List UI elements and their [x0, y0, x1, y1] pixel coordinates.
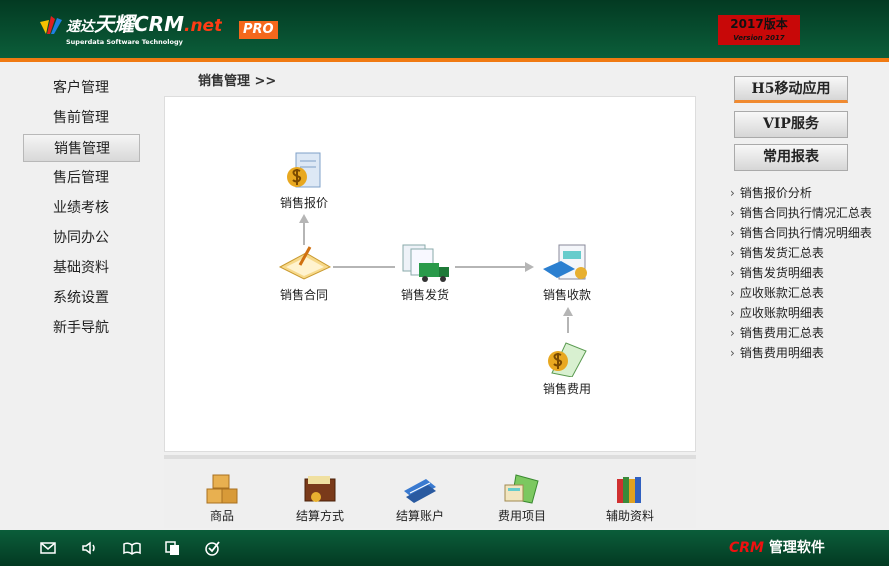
fee-money-icon: [548, 342, 587, 377]
node-quote[interactable]: 销售报价: [264, 151, 344, 211]
receipt-calculator-icon: [543, 244, 587, 280]
bank-card-icon: [404, 479, 436, 503]
sidebar-item[interactable]: 客户管理: [53, 80, 109, 96]
footer-brand: CRM 管理软件: [729, 540, 825, 556]
report-link[interactable]: › 销售报价分析: [730, 185, 812, 201]
report-label: 销售费用汇总表: [739, 326, 824, 340]
quote-icon: [287, 152, 321, 188]
version-badge: 2017版本 Version 2017: [718, 15, 800, 45]
arrowhead: [299, 214, 309, 223]
node-label: 销售费用: [542, 382, 591, 396]
chevron-right-icon: ›: [730, 266, 735, 280]
boxes-icon: [206, 474, 238, 504]
report-link[interactable]: › 销售费用明细表: [730, 345, 824, 361]
arrow-fee-receipt: [567, 317, 569, 333]
documents-icon[interactable]: [163, 540, 181, 556]
version-label: 2017版本: [730, 17, 788, 31]
chevron-right-icon: ›: [730, 346, 735, 360]
header-divider: [0, 58, 889, 62]
report-label: 销售费用明细表: [739, 346, 824, 360]
node-fee[interactable]: 销售费用: [527, 337, 607, 397]
tool-label: 结算账户: [395, 509, 444, 523]
sidebar-item[interactable]: 系统设置: [53, 290, 109, 306]
pro-badge: PRO: [239, 21, 278, 39]
sidebar-item[interactable]: 业绩考核: [53, 200, 109, 216]
chevron-right-icon: ›: [730, 226, 735, 240]
vip-service-button[interactable]: VIP服务: [734, 111, 848, 138]
flow-panel: 销售报价 销售合同 销售发货 销售收款 销售费用: [164, 96, 696, 452]
arrow-contract-quote: [303, 223, 305, 245]
node-receipt[interactable]: 销售收款: [527, 243, 607, 303]
report-label: 应收账款明细表: [739, 306, 824, 320]
node-label: 销售报价: [279, 196, 328, 210]
tool-label: 辅助资料: [605, 509, 654, 523]
report-label: 销售发货汇总表: [739, 246, 824, 260]
tool-label: 费用项目: [497, 509, 546, 523]
h5-mobile-app-button[interactable]: H5移动应用: [734, 76, 848, 103]
sidebar-item[interactable]: 基础资料: [53, 260, 109, 276]
books-icon: [617, 477, 641, 503]
basic-data-toolbar: 商品 结算方式 结算账户 费用项目 辅助资料: [164, 455, 696, 528]
tool-label: 结算方式: [295, 509, 344, 523]
report-link[interactable]: › 销售发货汇总表: [730, 245, 824, 261]
sidebar-item[interactable]: 售后管理: [53, 170, 109, 186]
node-label: 销售合同: [279, 288, 328, 302]
node-delivery[interactable]: 销售发货: [385, 243, 465, 303]
node-label: 销售发货: [400, 288, 449, 302]
sidebar-item[interactable]: 售前管理: [53, 110, 109, 126]
report-link[interactable]: › 销售合同执行情况汇总表: [730, 205, 872, 221]
version-sub-label: Version 2017: [733, 34, 785, 42]
mail-icon[interactable]: [39, 540, 57, 556]
chevron-right-icon: ›: [730, 326, 735, 340]
footer: CRM 管理软件: [0, 530, 889, 566]
tool-expense-item[interactable]: 费用项目: [482, 473, 562, 524]
arrowhead: [563, 307, 573, 316]
report-label: 销售报价分析: [739, 186, 812, 200]
logo-icon: [40, 16, 62, 34]
tool-auxiliary-data[interactable]: 辅助资料: [590, 473, 670, 524]
speaker-icon[interactable]: [80, 540, 98, 556]
tool-label: 商品: [209, 509, 234, 523]
chevron-right-icon: ›: [730, 306, 735, 320]
sidebar-item[interactable]: 新手导航: [53, 320, 109, 336]
contract-icon: [278, 246, 332, 280]
breadcrumb: 销售管理 >>: [198, 74, 277, 89]
report-link[interactable]: › 销售费用汇总表: [730, 325, 824, 341]
header: 速达天耀CRM.net Superdata Software Technolog…: [0, 0, 889, 58]
calculator-folder-icon: [504, 474, 539, 504]
report-label: 应收账款汇总表: [739, 286, 824, 300]
logo-text: 速达天耀CRM.net: [66, 12, 223, 36]
chevron-right-icon: ›: [730, 246, 735, 260]
check-icon[interactable]: [204, 540, 222, 556]
report-link[interactable]: › 销售合同执行情况明细表: [730, 225, 872, 241]
node-label: 销售收款: [542, 288, 591, 302]
tool-settlement-method[interactable]: 结算方式: [280, 473, 360, 524]
common-reports-button[interactable]: 常用报表: [734, 144, 848, 171]
logo-subtitle: Superdata Software Technology: [66, 38, 183, 46]
report-label: 销售发货明细表: [739, 266, 824, 280]
arrow-contract-delivery: [333, 266, 395, 268]
report-link[interactable]: › 销售发货明细表: [730, 265, 824, 281]
delivery-truck-icon: [402, 244, 449, 282]
book-icon[interactable]: [123, 540, 141, 556]
chevron-right-icon: ›: [730, 286, 735, 300]
report-link[interactable]: › 应收账款汇总表: [730, 285, 824, 301]
report-label: 销售合同执行情况汇总表: [739, 206, 872, 220]
sidebar-item[interactable]: 协同办公: [53, 230, 109, 246]
wallet-icon: [304, 476, 336, 502]
tool-settlement-account[interactable]: 结算账户: [380, 473, 460, 524]
tool-goods[interactable]: 商品: [182, 473, 262, 524]
arrow-delivery-receipt: [455, 266, 525, 268]
report-link[interactable]: › 应收账款明细表: [730, 305, 824, 321]
arrowhead: [525, 262, 534, 272]
node-contract[interactable]: 销售合同: [264, 243, 344, 303]
chevron-right-icon: ›: [730, 186, 735, 200]
chevron-right-icon: ›: [730, 206, 735, 220]
sidebar-item[interactable]: 销售管理: [23, 134, 140, 162]
report-label: 销售合同执行情况明细表: [739, 226, 872, 240]
